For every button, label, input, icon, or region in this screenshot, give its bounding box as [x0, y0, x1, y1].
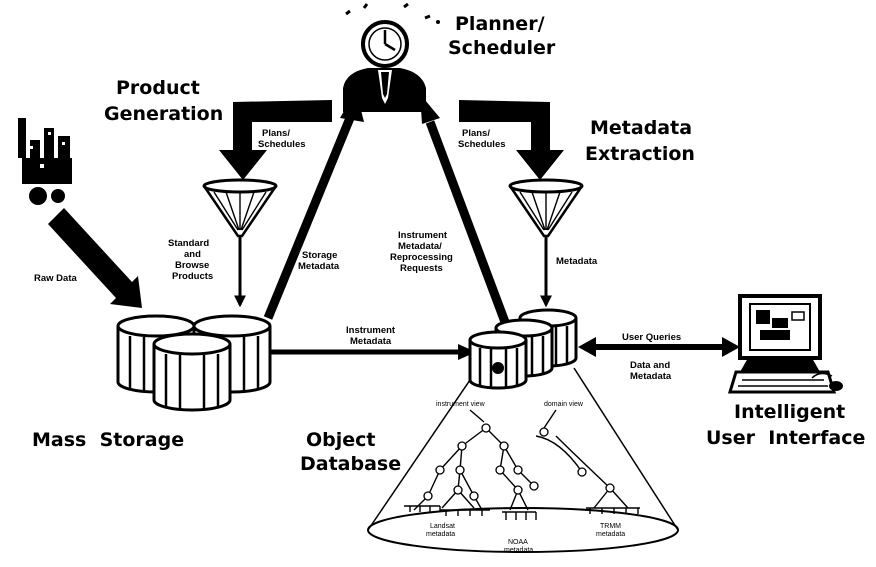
mouse-icon	[811, 372, 843, 391]
clock-icon	[361, 20, 409, 68]
storage-metadata-arrow	[263, 116, 355, 320]
database-cylinder-icon	[468, 330, 528, 390]
domain-view-label: domain view	[544, 401, 584, 408]
plans-right-label-2: Schedules	[458, 139, 506, 150]
noaa-label-1: NOAA	[508, 539, 528, 546]
landsat-label-2: metadata	[426, 531, 455, 538]
user-queries-arrowhead-left	[578, 337, 596, 357]
plans-right-label-1: Plans/	[462, 128, 490, 139]
funnel-icon	[202, 178, 278, 308]
computer-workstation-icon	[727, 294, 837, 394]
planner-person-icon	[343, 2, 440, 112]
trmm-label-1: TRMM	[600, 523, 621, 530]
storage-metadata-label-2: Metadata	[298, 261, 340, 272]
storage-metadata-arrowhead	[340, 90, 364, 122]
instrument-requests-label-3: Reprocessing	[390, 252, 453, 263]
instrument-requests-arrow	[425, 120, 510, 324]
metadata-extraction-label-1: Metadata	[590, 117, 692, 139]
object-database-label-2: Database	[300, 453, 401, 475]
storage-metadata-label-1: Storage	[302, 250, 337, 261]
plans-left-label-2: Schedules	[258, 139, 306, 150]
raw-data-label: Raw Data	[34, 273, 77, 284]
funnel-icon	[508, 178, 584, 308]
plans-arrow-left	[219, 100, 332, 180]
instrument-requests-label-2: Metadata/	[398, 241, 442, 252]
metadata-label: Metadata	[556, 256, 598, 267]
database-cylinder-icon	[152, 332, 232, 412]
standard-browse-label-3: Browse	[175, 260, 209, 271]
raw-data-arrow	[48, 208, 142, 308]
instrument-requests-arrowhead	[420, 94, 440, 124]
satellite-icon	[18, 118, 72, 205]
metadata-extraction-label-2: Extraction	[585, 143, 695, 165]
instrument-metadata-label-1: Instrument	[346, 325, 396, 336]
mass-storage-cylinders	[116, 314, 272, 412]
noaa-label-2: metadata	[504, 547, 533, 554]
standard-browse-label-4: Products	[172, 271, 213, 282]
instrument-metadata-arrowhead	[458, 344, 476, 360]
landsat-label-1: Landsat	[430, 523, 455, 530]
standard-browse-label-1: Standard	[168, 238, 209, 249]
object-database-label-1: Object	[306, 429, 376, 451]
mass-storage-label: Mass Storage	[32, 429, 184, 451]
metadata-cone	[367, 367, 679, 553]
product-generation-label-1: Product	[116, 77, 200, 99]
plans-left-label-1: Plans/	[262, 128, 290, 139]
plans-arrow-right	[459, 100, 564, 180]
data-metadata-label-1: Data and	[630, 360, 670, 371]
instrument-requests-label-4: Requests	[400, 263, 443, 274]
scheduler-label: Scheduler	[448, 37, 556, 59]
instrument-requests-label-1: Instrument	[398, 230, 448, 241]
user-queries-label: User Queries	[622, 332, 681, 343]
product-generation-label-2: Generation	[104, 103, 223, 125]
trmm-label-2: metadata	[596, 531, 625, 538]
instrument-metadata-label-2: Metadata	[350, 336, 392, 347]
data-metadata-label-2: Metadata	[630, 371, 672, 382]
metadata-tree	[404, 409, 640, 520]
user-queries-arrowhead-right	[722, 337, 740, 357]
intelligent-ui-label-2: User Interface	[706, 427, 865, 449]
instrument-view-label: instrument view	[436, 401, 486, 408]
planner-label: Planner/	[455, 13, 545, 35]
standard-browse-label-2: and	[184, 249, 201, 260]
intelligent-ui-label-1: Intelligent	[734, 401, 845, 423]
object-database-cylinders	[468, 308, 578, 390]
